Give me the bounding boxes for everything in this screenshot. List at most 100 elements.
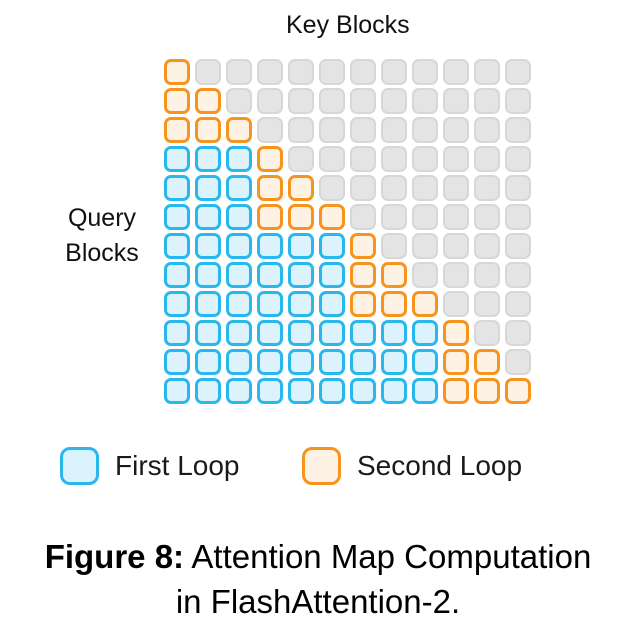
first-loop-swatch <box>60 447 99 485</box>
attention-block-unused <box>412 88 438 114</box>
attention-block-unused <box>505 117 531 143</box>
attention-block-first-loop <box>195 291 221 317</box>
attention-block-first-loop <box>195 320 221 346</box>
attention-block-first-loop <box>288 262 314 288</box>
attention-block-first-loop <box>257 320 283 346</box>
attention-block-second-loop <box>443 349 469 375</box>
attention-block-unused <box>412 117 438 143</box>
attention-block-unused <box>350 117 376 143</box>
attention-block-unused <box>412 59 438 85</box>
attention-block-first-loop <box>381 349 407 375</box>
attention-block-unused <box>195 59 221 85</box>
attention-block-first-loop <box>350 349 376 375</box>
attention-block-unused <box>443 204 469 230</box>
attention-block-first-loop <box>164 175 190 201</box>
key-blocks-label: Key Blocks <box>286 11 410 39</box>
attention-block-first-loop <box>195 175 221 201</box>
first-loop-label: First Loop <box>115 450 240 481</box>
attention-block-first-loop <box>257 291 283 317</box>
attention-block-first-loop <box>226 262 252 288</box>
figure-caption-number: Figure 8: <box>44 538 185 575</box>
attention-block-second-loop <box>195 88 221 114</box>
attention-block-first-loop <box>164 291 190 317</box>
attention-block-first-loop <box>288 320 314 346</box>
attention-block-second-loop <box>350 291 376 317</box>
attention-block-unused <box>350 175 376 201</box>
attention-block-first-loop <box>226 320 252 346</box>
attention-block-first-loop <box>195 204 221 230</box>
attention-block-unused <box>319 88 345 114</box>
attention-block-unused <box>505 291 531 317</box>
attention-block-unused <box>257 88 283 114</box>
attention-block-first-loop <box>195 233 221 259</box>
query-blocks-label: Query Blocks <box>52 201 152 271</box>
attention-block-first-loop <box>164 320 190 346</box>
second-loop-label: Second Loop <box>357 450 523 481</box>
attention-block-unused <box>474 204 500 230</box>
attention-block-unused <box>350 204 376 230</box>
attention-block-first-loop <box>257 378 283 404</box>
attention-block-unused <box>257 59 283 85</box>
attention-block-unused <box>505 262 531 288</box>
attention-block-unused <box>474 88 500 114</box>
attention-block-unused <box>474 233 500 259</box>
attention-block-unused <box>381 233 407 259</box>
attention-block-unused <box>505 349 531 375</box>
attention-block-unused <box>474 320 500 346</box>
attention-block-second-loop <box>319 204 345 230</box>
attention-block-unused <box>381 88 407 114</box>
attention-block-first-loop <box>319 378 345 404</box>
attention-block-first-loop <box>350 378 376 404</box>
attention-block-first-loop <box>257 262 283 288</box>
figure-caption-title: Attention Map Computation <box>184 538 592 575</box>
attention-block-second-loop <box>443 378 469 404</box>
attention-block-unused <box>443 88 469 114</box>
attention-block-unused <box>288 146 314 172</box>
legend: First Loop Second Loop <box>0 446 636 486</box>
attention-block-unused <box>505 59 531 85</box>
attention-block-first-loop <box>350 320 376 346</box>
second-loop-swatch <box>302 447 341 485</box>
attention-block-unused <box>474 59 500 85</box>
attention-block-unused <box>288 117 314 143</box>
attention-block-unused <box>319 175 345 201</box>
attention-block-second-loop <box>474 349 500 375</box>
attention-block-first-loop <box>319 291 345 317</box>
attention-block-first-loop <box>164 146 190 172</box>
attention-block-unused <box>381 117 407 143</box>
attention-block-first-loop <box>195 262 221 288</box>
attention-block-first-loop <box>164 378 190 404</box>
attention-block-unused <box>412 146 438 172</box>
attention-block-unused <box>443 291 469 317</box>
attention-block-second-loop <box>443 320 469 346</box>
attention-block-second-loop <box>381 262 407 288</box>
attention-block-first-loop <box>226 378 252 404</box>
attention-block-unused <box>350 59 376 85</box>
attention-block-unused <box>505 88 531 114</box>
attention-block-first-loop <box>412 378 438 404</box>
attention-block-first-loop <box>226 175 252 201</box>
attention-block-second-loop <box>257 204 283 230</box>
attention-block-first-loop <box>288 291 314 317</box>
attention-block-first-loop <box>319 349 345 375</box>
attention-block-second-loop <box>288 175 314 201</box>
attention-block-unused <box>443 146 469 172</box>
legend-item-first-loop: First Loop <box>60 446 240 486</box>
attention-block-unused <box>474 262 500 288</box>
attention-block-unused <box>505 233 531 259</box>
attention-block-second-loop <box>350 233 376 259</box>
attention-block-first-loop <box>164 233 190 259</box>
attention-block-unused <box>474 146 500 172</box>
attention-block-unused <box>412 175 438 201</box>
attention-block-unused <box>443 233 469 259</box>
attention-block-unused <box>474 117 500 143</box>
attention-block-second-loop <box>412 291 438 317</box>
attention-block-second-loop <box>381 291 407 317</box>
attention-block-unused <box>350 146 376 172</box>
attention-block-second-loop <box>164 88 190 114</box>
attention-block-unused <box>257 117 283 143</box>
attention-block-unused <box>381 204 407 230</box>
query-blocks-label-line2: Blocks <box>65 239 139 267</box>
attention-block-first-loop <box>257 349 283 375</box>
attention-block-unused <box>226 59 252 85</box>
